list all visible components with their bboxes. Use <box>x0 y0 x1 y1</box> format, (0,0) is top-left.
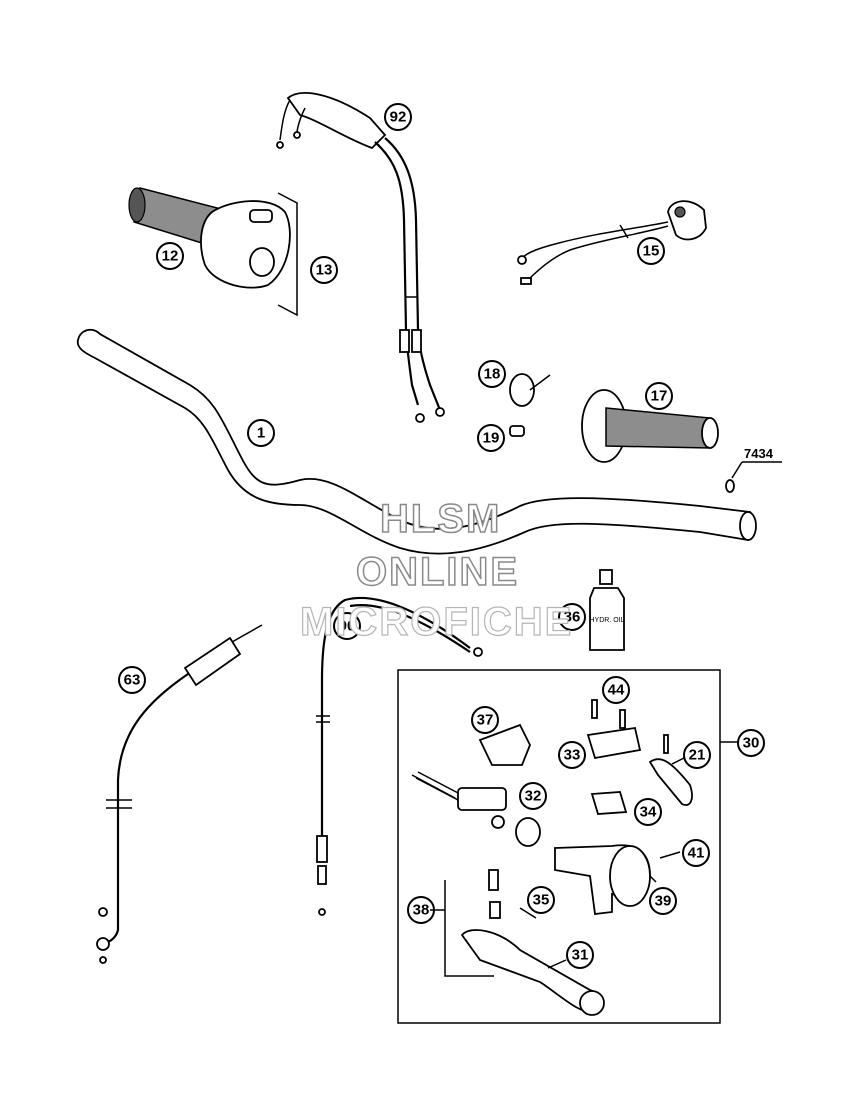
svg-text:1: 1 <box>257 425 265 442</box>
leader-lines <box>430 757 685 969</box>
svg-text:36: 36 <box>564 609 581 626</box>
throttle-cable-assembly <box>276 92 445 423</box>
callout-31[interactable]: 31 <box>566 941 594 969</box>
throttle-grip-assembly <box>128 187 298 317</box>
callout-21[interactable]: 21 <box>683 741 711 769</box>
left-grip <box>581 389 719 463</box>
callout-92[interactable]: 92 <box>384 103 412 131</box>
svg-text:13: 13 <box>316 262 333 279</box>
callout-38[interactable]: 38 <box>407 896 435 924</box>
svg-text:44: 44 <box>608 682 625 699</box>
callout-44[interactable]: 44 <box>602 676 630 704</box>
callout-37[interactable]: 37 <box>471 706 499 734</box>
cable-tie <box>509 373 551 407</box>
callout-19[interactable]: 19 <box>477 424 505 452</box>
svg-text:35: 35 <box>533 892 550 909</box>
callout-12[interactable]: 12 <box>156 242 184 270</box>
callout-32[interactable]: 32 <box>519 782 547 810</box>
svg-text:18: 18 <box>484 366 501 383</box>
handlebar <box>76 328 757 555</box>
callout-15[interactable]: 15 <box>637 237 665 265</box>
svg-text:90: 90 <box>339 618 356 635</box>
svg-text:32: 32 <box>525 788 542 805</box>
svg-text:37: 37 <box>477 712 494 729</box>
callout-63[interactable]: 63 <box>118 666 146 694</box>
svg-text:30: 30 <box>743 735 760 752</box>
callout-33[interactable]: 33 <box>558 741 586 769</box>
svg-text:41: 41 <box>688 845 705 862</box>
small-clip <box>509 425 525 437</box>
callout-30[interactable]: 30 <box>737 729 765 757</box>
callout-13[interactable]: 13 <box>310 256 338 284</box>
callout-41[interactable]: 41 <box>682 839 710 867</box>
svg-text:38: 38 <box>413 902 430 919</box>
svg-text:15: 15 <box>643 243 660 260</box>
callout-18[interactable]: 18 <box>478 360 506 388</box>
callout-34[interactable]: 34 <box>634 798 662 826</box>
svg-text:17: 17 <box>651 388 668 405</box>
callout-1[interactable]: 1 <box>247 419 275 447</box>
svg-text:33: 33 <box>564 747 581 764</box>
svg-text:39: 39 <box>655 893 672 910</box>
clutch-cable <box>316 596 483 916</box>
watermark-line-2: ONLINE <box>355 549 520 595</box>
brake-line <box>96 624 263 964</box>
reference-number: 7434 <box>744 446 774 461</box>
callout-36[interactable]: 36 <box>558 603 586 631</box>
callout-39[interactable]: 39 <box>649 887 677 915</box>
kill-switch <box>517 200 707 285</box>
svg-text:34: 34 <box>640 804 657 821</box>
svg-text:92: 92 <box>390 109 407 126</box>
svg-text:21: 21 <box>689 747 706 764</box>
svg-text:63: 63 <box>124 672 141 689</box>
watermark-line-1: HLSM <box>379 496 502 542</box>
oil-bottle-label: HYDR. OIL <box>589 617 624 624</box>
master-cylinder-kit <box>397 669 738 1024</box>
svg-text:31: 31 <box>572 947 589 964</box>
reference-pointer <box>725 461 782 493</box>
callout-17[interactable]: 17 <box>645 382 673 410</box>
svg-text:19: 19 <box>483 430 500 447</box>
hydraulic-oil-bottle <box>589 569 625 651</box>
callout-90[interactable]: 90 <box>333 612 361 640</box>
watermark-line-3: MICROFICHE <box>299 599 574 644</box>
callout-35[interactable]: 35 <box>527 886 555 914</box>
svg-text:12: 12 <box>162 248 179 265</box>
